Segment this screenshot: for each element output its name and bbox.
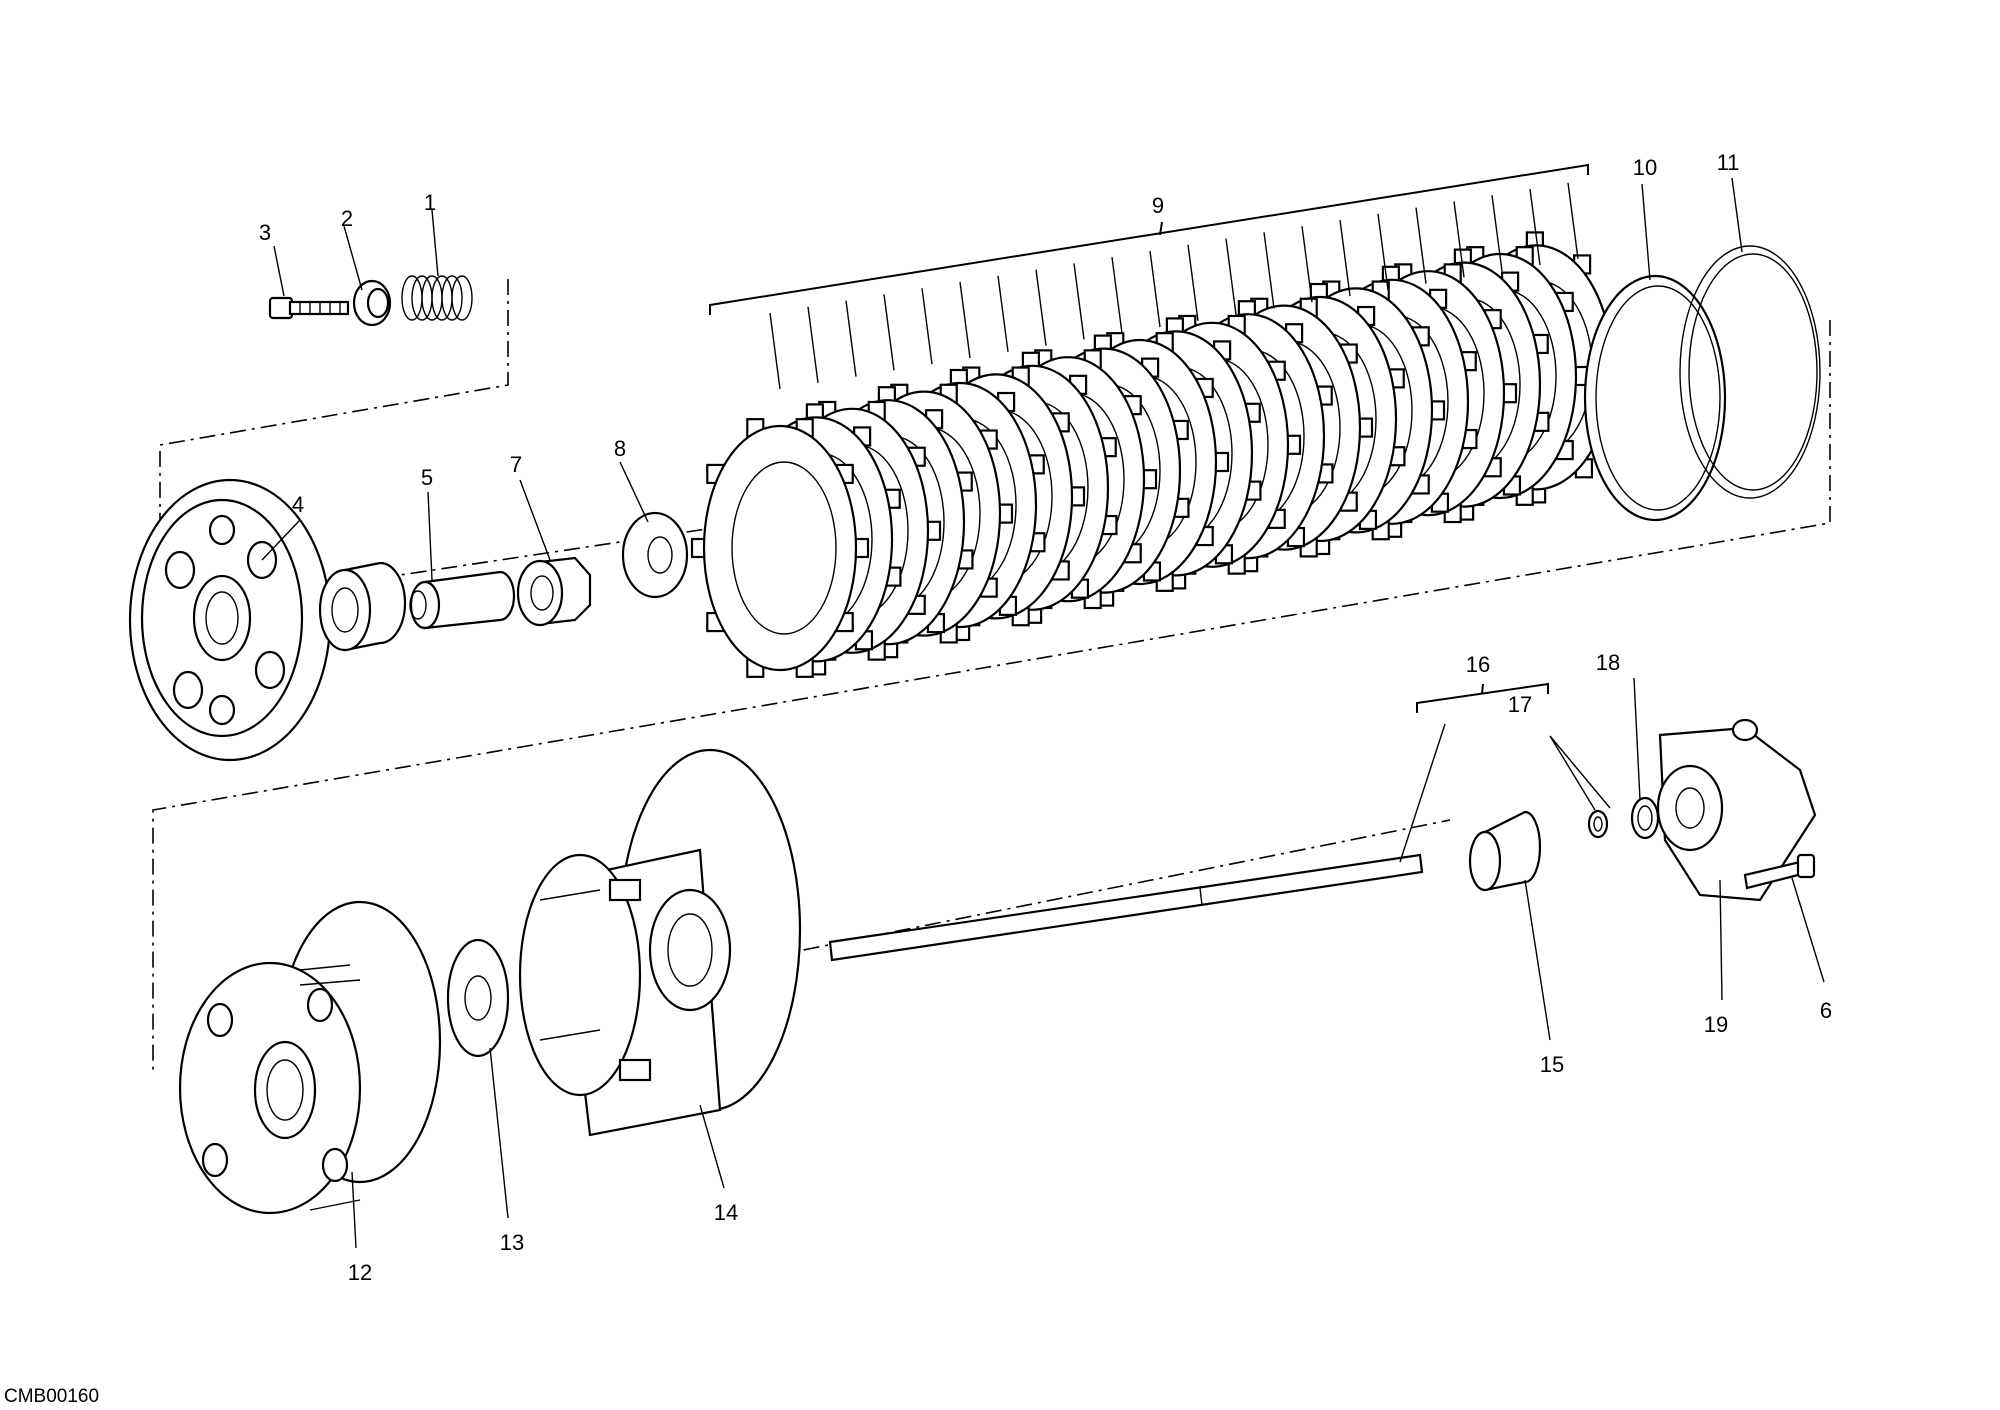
callout-4: 4	[292, 492, 304, 517]
callout-8: 8	[614, 436, 626, 461]
plate-leader	[807, 306, 819, 383]
plate-leader	[1339, 219, 1351, 297]
plate-leader	[1415, 207, 1427, 284]
clutch-plate-stack-icon	[690, 182, 1622, 678]
clutch-housing-icon	[518, 748, 802, 1137]
callout-14: 14	[714, 1200, 738, 1225]
plate-leader	[1073, 263, 1085, 340]
callout-5: 5	[421, 465, 433, 490]
pushrod-icon	[828, 853, 1424, 962]
callout-1: 1	[424, 190, 436, 215]
seal-icon	[1587, 809, 1609, 839]
washer-icon	[352, 279, 392, 327]
bushing-icon	[1468, 810, 1542, 892]
callout-13: 13	[500, 1230, 524, 1255]
leader-lines	[261, 163, 1825, 1249]
plate-leader	[1491, 195, 1503, 272]
screw-icon	[268, 296, 350, 320]
plate-rim	[702, 424, 858, 672]
clutch-plate	[690, 418, 870, 678]
callout-16: 16	[1466, 652, 1490, 677]
callout-3: 3	[259, 220, 271, 245]
plate-leader	[1301, 226, 1313, 303]
plate-leader	[1377, 213, 1389, 290]
plate-leader	[1453, 201, 1465, 278]
callout-9: 9	[1152, 193, 1164, 218]
callout-6: 6	[1820, 998, 1832, 1023]
plate-leader	[997, 275, 1009, 352]
callout-19: 19	[1704, 1012, 1728, 1037]
plate-leader	[845, 300, 857, 377]
bearing-icon	[318, 561, 407, 652]
callout-10: 10	[1633, 155, 1657, 180]
plate-leader	[1263, 232, 1275, 309]
callout-12: 12	[348, 1260, 372, 1285]
washer-icon	[621, 511, 689, 599]
plate-leader	[1567, 182, 1579, 259]
spring-ring-icon	[1583, 274, 1727, 522]
pushrod-pin-icon	[409, 570, 516, 630]
callout-2: 2	[341, 206, 353, 231]
callout-7: 7	[510, 452, 522, 477]
callout-15: 15	[1540, 1052, 1564, 1077]
slave-cylinder-icon	[1656, 718, 1817, 902]
plate-leader	[883, 294, 895, 371]
plate-leader	[1035, 269, 1047, 346]
plate-leader	[1111, 257, 1123, 334]
plate-leader	[921, 288, 933, 365]
washer-icon	[446, 938, 510, 1058]
callout-11: 11	[1717, 150, 1740, 175]
plate-leader	[1187, 244, 1199, 321]
circlip-icon	[1630, 796, 1660, 840]
plate-leader	[1149, 250, 1161, 328]
callout-18: 18	[1596, 650, 1620, 675]
plate-leader	[1529, 188, 1541, 266]
callout-labels: 1 2 3 4 5 6 7 8 9 10 11 12 13 14 15 16 1…	[259, 150, 1832, 1285]
plate-leader	[769, 312, 781, 390]
callout-17: 17	[1508, 692, 1532, 717]
drawing-code: CMB00160	[4, 1386, 99, 1407]
o-ring-icon	[1679, 245, 1821, 499]
clutch-hub-icon	[178, 900, 442, 1215]
screw-icon	[1743, 853, 1816, 890]
nut-icon	[516, 556, 592, 627]
plate-leader	[959, 281, 971, 359]
coil-spring-icon	[401, 275, 473, 321]
plate-bore	[731, 461, 837, 635]
pressure-plate-icon	[128, 478, 332, 762]
plate-leader	[1225, 238, 1237, 315]
